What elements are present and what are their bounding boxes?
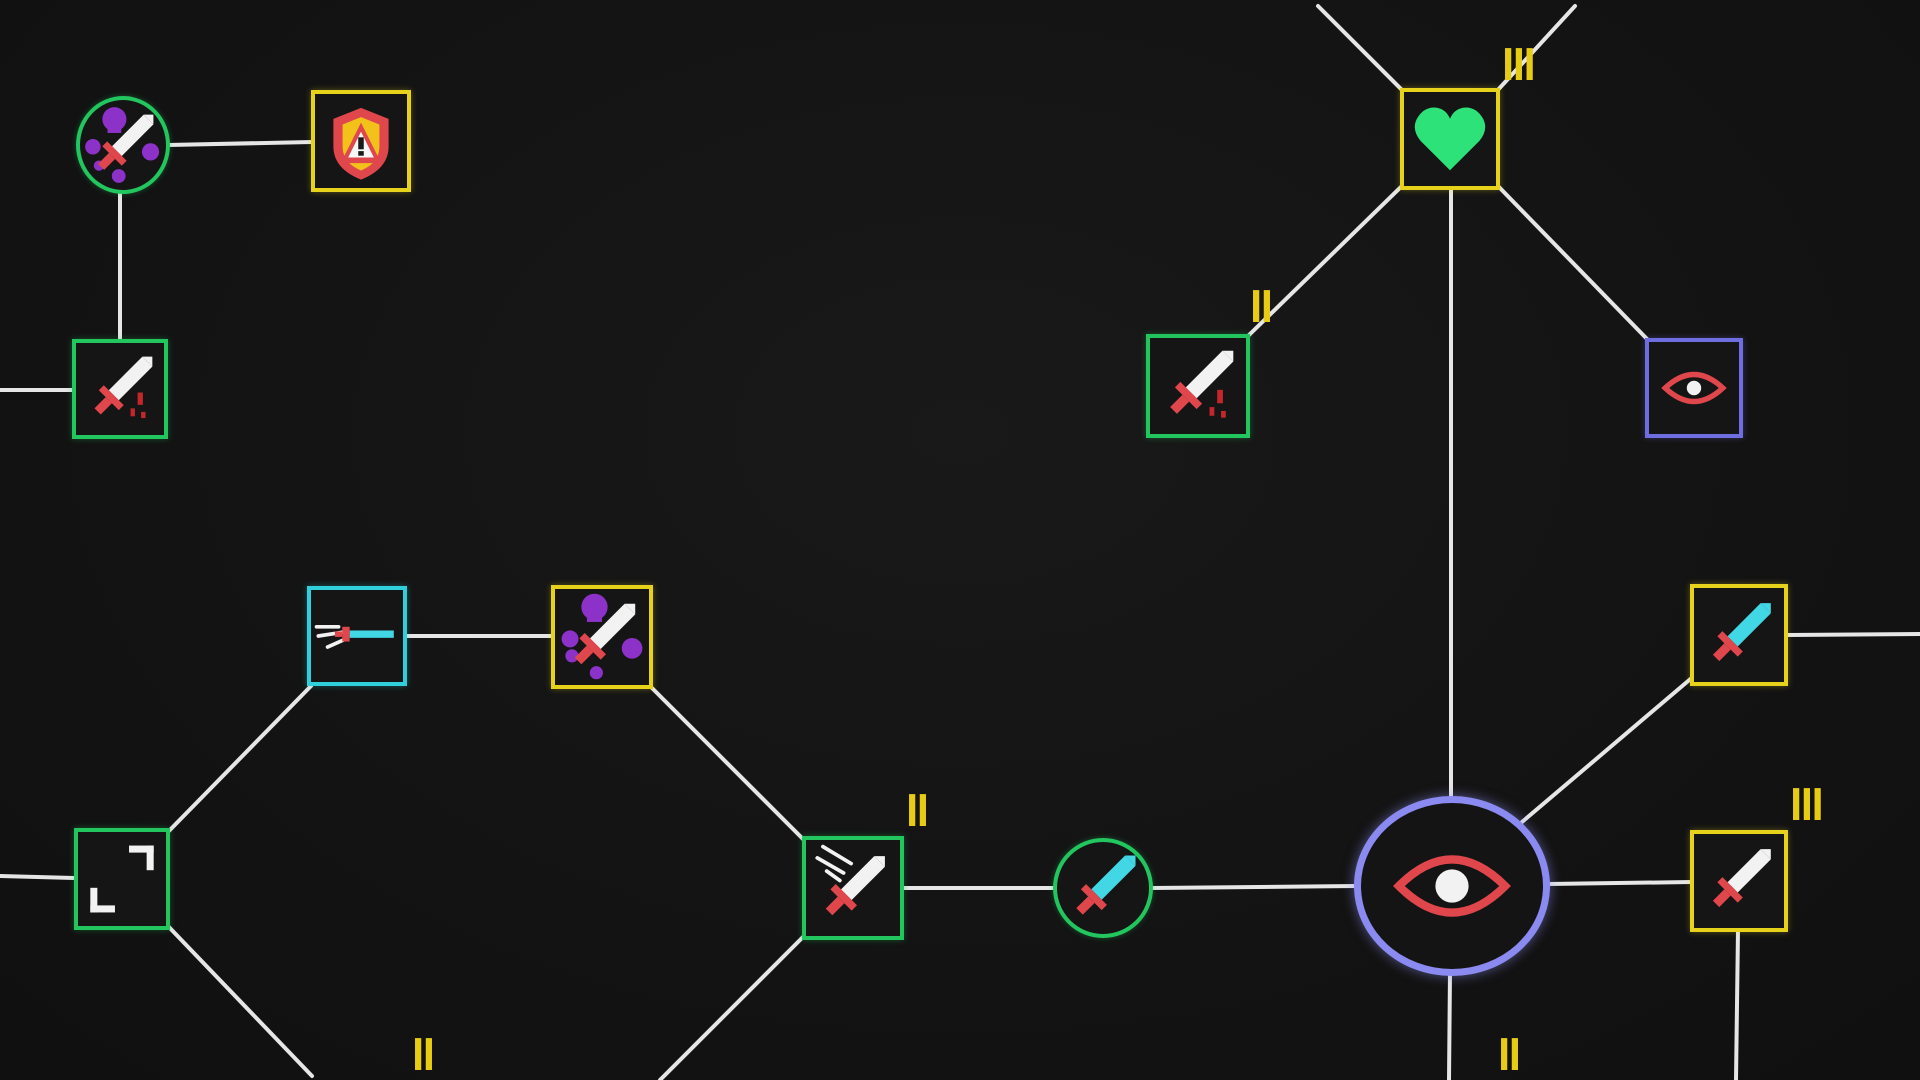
skill-node-bleed-sword-top[interactable] xyxy=(1146,334,1250,438)
link-top-heart-right xyxy=(1494,4,1577,94)
eye-icon xyxy=(1661,371,1727,405)
heart-icon xyxy=(1414,107,1486,171)
dash-sword-icon xyxy=(314,624,394,649)
sword-icon xyxy=(1712,849,1771,908)
bleeding-sword-icon xyxy=(1170,350,1234,418)
link-cyan-right-edge xyxy=(1785,632,1920,637)
tier-label-bottom-center: II xyxy=(1498,1030,1521,1080)
tier-label-swift-sword: II xyxy=(906,786,929,837)
link-core-sword-right xyxy=(1546,880,1694,886)
skill-node-dash-sword[interactable] xyxy=(307,586,407,686)
expand-corners-icon xyxy=(90,845,154,913)
skill-node-warning-shield[interactable] xyxy=(311,90,411,192)
skill-node-cyan-sword-circle[interactable] xyxy=(1053,838,1153,938)
link-dash-expand xyxy=(162,684,313,838)
poison-sword-icon xyxy=(561,593,643,680)
tier-label-health-heart: III xyxy=(1502,40,1536,91)
link-swift-bottom xyxy=(658,934,806,1080)
link-expand-bottom xyxy=(164,922,314,1078)
link-heart-bleed xyxy=(1246,182,1406,338)
link-core-bottom xyxy=(1447,970,1452,1080)
link-edge-left-expand xyxy=(0,874,76,880)
link-top-heart-left xyxy=(1316,4,1406,94)
warning-shield-icon xyxy=(333,107,389,180)
link-poison-warning xyxy=(166,140,314,147)
link-poison-swift xyxy=(646,682,806,842)
link-sword-right-bottom xyxy=(1734,928,1740,1080)
skill-node-swift-sword[interactable] xyxy=(802,836,904,940)
skill-node-poison-sword-square[interactable] xyxy=(551,585,653,689)
tier-label-bleed-sword-top: II xyxy=(1250,282,1273,333)
skill-node-health-heart[interactable] xyxy=(1400,88,1500,190)
skill-node-core-eye[interactable] xyxy=(1354,796,1550,976)
link-cyan-core xyxy=(1150,884,1358,890)
skill-node-white-sword-right[interactable] xyxy=(1690,830,1788,932)
skill-node-cyan-sword-right[interactable] xyxy=(1690,584,1788,686)
skill-node-bleed-sword-left[interactable] xyxy=(72,339,168,439)
skill-node-poison-sword[interactable] xyxy=(76,96,170,194)
skill-node-expand[interactable] xyxy=(74,828,170,930)
link-core-cyan-right xyxy=(1520,674,1696,824)
eye-icon xyxy=(1393,855,1511,917)
swift-sword-icon xyxy=(815,844,885,916)
cyan-sword-icon xyxy=(1712,603,1771,662)
skill-node-eye-small[interactable] xyxy=(1645,338,1743,438)
tier-label-white-sword-right: III xyxy=(1790,780,1824,831)
bleeding-sword-icon xyxy=(94,356,153,419)
cyan-sword-icon xyxy=(1076,855,1136,915)
tier-label-bottom-left: II xyxy=(412,1030,435,1080)
poison-sword-icon xyxy=(85,107,160,183)
link-heart-eye xyxy=(1494,182,1650,342)
